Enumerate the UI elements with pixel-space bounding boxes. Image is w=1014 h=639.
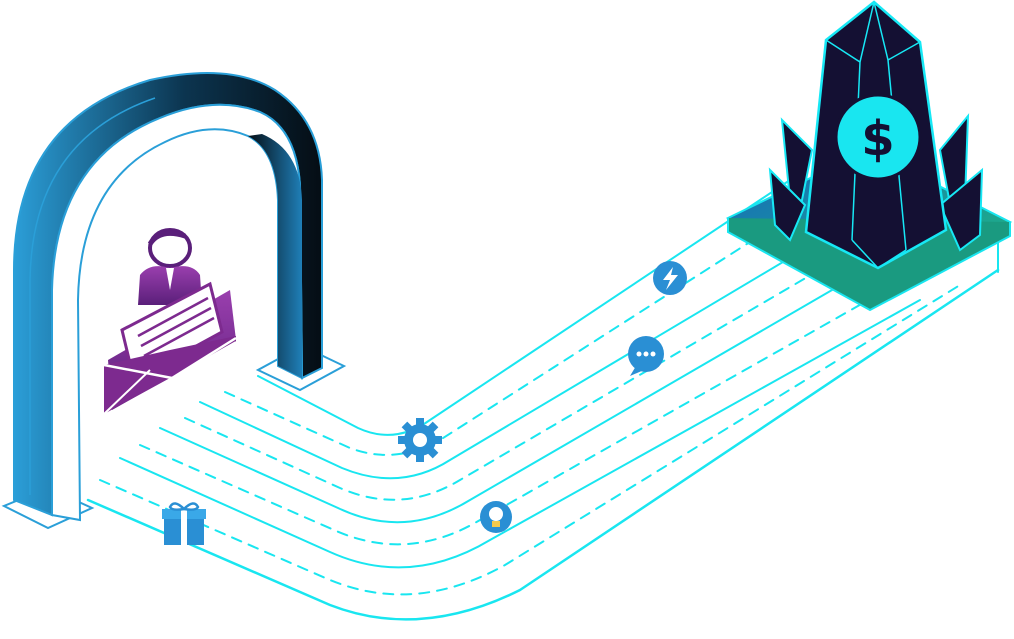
mail-envelope-front [104, 336, 236, 414]
dollar-symbol: $ [861, 111, 894, 167]
road-dashes-4 [99, 284, 961, 596]
crystal-side-right-2 [938, 167, 984, 252]
road-lane-line-3 [119, 299, 921, 569]
road-lane-line-2 [159, 267, 871, 524]
crystal: $ [725, 0, 1013, 312]
gear-icon [398, 418, 442, 462]
road-lane-line-1 [199, 239, 821, 480]
road-dashes-3 [139, 284, 896, 546]
road-edge-outer [86, 268, 1000, 621]
arch-inner-pillar [248, 134, 302, 378]
dollar-icon [834, 93, 922, 181]
arch [1, 71, 347, 530]
user-head [148, 228, 192, 268]
road-edge-inner [257, 179, 791, 436]
chat-bubble-icon [628, 336, 664, 376]
road-dashes-1 [224, 209, 801, 456]
lightbulb-icon [480, 501, 512, 533]
crystal-side-left-2 [768, 167, 807, 242]
user-mail-icon [103, 228, 237, 415]
gift-icon [162, 502, 206, 545]
road-dashes-2 [184, 254, 846, 501]
lightning-bolt-icon [653, 261, 687, 295]
